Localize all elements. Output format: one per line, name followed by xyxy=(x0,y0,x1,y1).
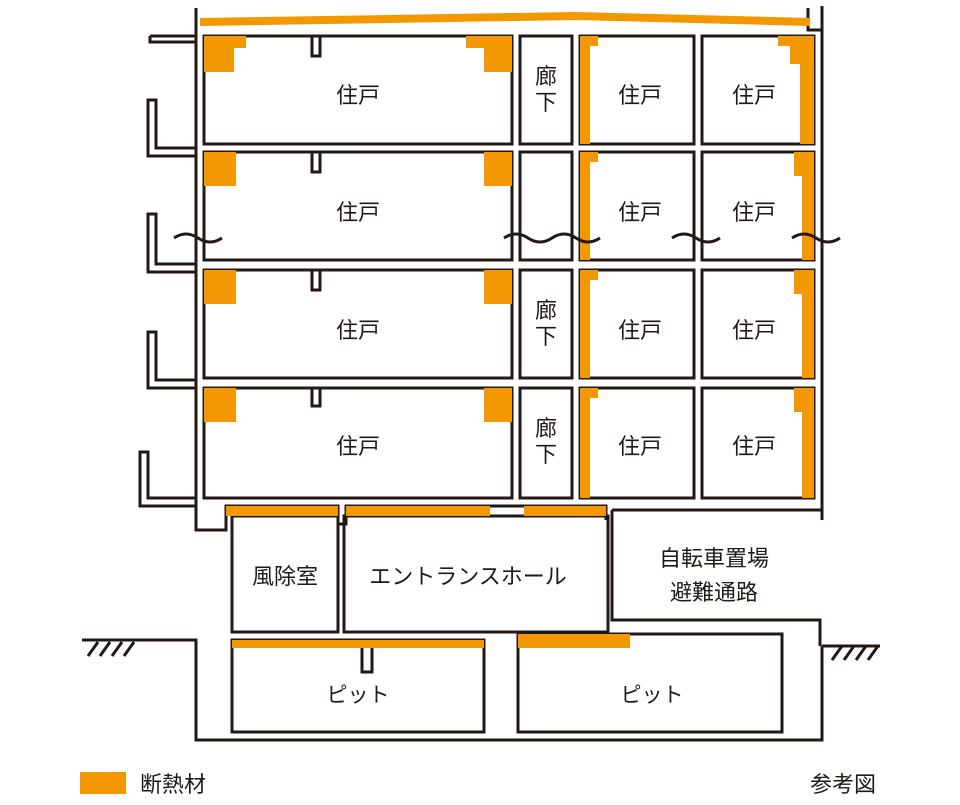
ground-hatch-right xyxy=(830,645,880,661)
balcony-floor-3 xyxy=(146,212,196,274)
corridor-label: 廊下 xyxy=(535,299,557,350)
corridor-4f xyxy=(518,34,574,146)
unit-label: 住戸 xyxy=(618,84,662,109)
corridor-2f xyxy=(518,268,574,380)
unit-label: 住戸 xyxy=(336,201,380,226)
insulation-layers xyxy=(204,36,814,648)
unit-room-2f-left xyxy=(202,268,514,380)
reference-note: 参考図 xyxy=(810,773,876,798)
corridor-1f xyxy=(518,386,574,500)
legend-label: 断熱材 xyxy=(140,773,206,798)
pit-right xyxy=(516,632,784,734)
labels: 住戸 住戸 住戸 住戸 住戸 住戸 住戸 住戸 住戸 住戸 住戸 住戸 廊下 廊… xyxy=(252,65,776,707)
balcony-floor-2 xyxy=(146,330,196,390)
parapet-left xyxy=(148,36,196,44)
beam-notch-1f xyxy=(310,388,322,408)
unit-label: 住戸 xyxy=(732,84,776,109)
unit-label: 住戸 xyxy=(336,319,380,344)
break-symbols xyxy=(173,232,841,244)
balcony-floor-1 xyxy=(138,450,196,508)
legend: 断熱材 xyxy=(80,772,206,798)
roof-insulation xyxy=(199,11,811,26)
unit-label: 住戸 xyxy=(336,84,380,109)
bike-parking-outline xyxy=(610,508,824,646)
unit-label: 住戸 xyxy=(336,435,380,460)
corridor-3f xyxy=(518,150,574,262)
unit-label: 住戸 xyxy=(732,435,776,460)
beam-notch-4f xyxy=(310,36,322,58)
entrance-hall-label: エントランスホール xyxy=(369,565,567,590)
corridor-label: 廊下 xyxy=(535,417,557,468)
pit-label: ピット xyxy=(621,683,684,707)
beam-notch-2f xyxy=(310,270,322,292)
unit-label: 住戸 xyxy=(618,435,662,460)
pit-partition xyxy=(360,640,374,674)
windbreak-label: 風除室 xyxy=(252,565,318,590)
legend-swatch xyxy=(80,772,126,794)
beam-notch-3f xyxy=(310,152,322,174)
unit-room-3f-left xyxy=(202,150,514,262)
corridor-label: 廊下 xyxy=(535,65,557,116)
unit-label: 住戸 xyxy=(732,319,776,344)
balcony-floor-4 xyxy=(146,98,196,158)
unit-label: 住戸 xyxy=(618,201,662,226)
ground-hatch-left xyxy=(86,641,136,657)
unit-room-4f-left xyxy=(202,34,514,146)
evacuation-route-label: 避難通路 xyxy=(670,581,758,606)
unit-label: 住戸 xyxy=(732,201,776,226)
left-units xyxy=(202,34,514,500)
basement-outline xyxy=(140,638,824,742)
unit-room-1f-left xyxy=(202,386,514,500)
pit-label: ピット xyxy=(327,683,390,707)
bike-parking-label: 自転車置場 xyxy=(659,547,769,572)
unit-label: 住戸 xyxy=(618,319,662,344)
